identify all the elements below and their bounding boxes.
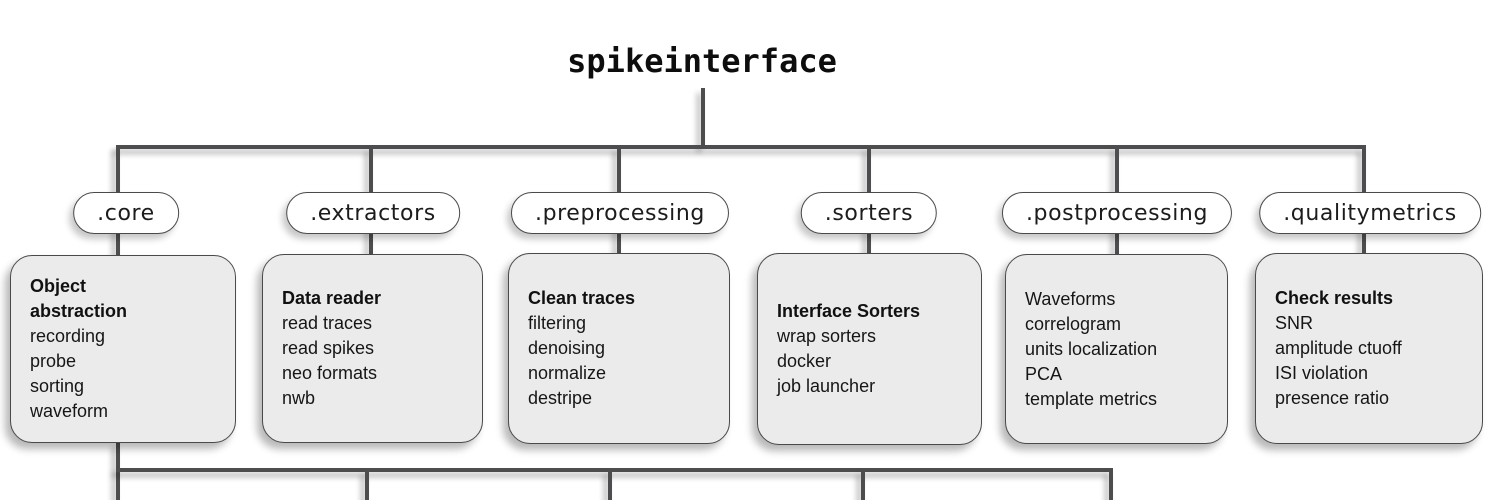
connector-bottom-drop-3 [861, 470, 865, 500]
box-item: docker [777, 351, 832, 371]
box-item: template metrics [1025, 388, 1158, 409]
box-item: correlogram [1025, 313, 1122, 334]
box-item: Waveforms [1025, 288, 1116, 309]
connector-bottom-bus [116, 468, 1113, 472]
pill-label: .postprocessing [1025, 200, 1209, 226]
box-item: probe [30, 351, 77, 371]
box-item: ISI violation [1275, 363, 1369, 383]
box-item: read traces [282, 313, 373, 333]
box-item: SNR [1275, 313, 1314, 333]
module-box-postprocessing: Waveforms correlogram units localization… [1005, 254, 1228, 444]
box-heading: Object abstraction [30, 276, 128, 321]
box-item: units localization [1025, 338, 1158, 359]
box-item: amplitude ctuoff [1275, 338, 1402, 358]
box-item: denoising [528, 338, 606, 358]
module-box-qualitymetrics: Check results SNR amplitude ctuoff ISI v… [1255, 253, 1483, 444]
diagram-title: spikeinterface [567, 42, 837, 80]
box-heading: Check results [1275, 288, 1394, 308]
box-item: nwb [282, 388, 316, 408]
module-box-preprocessing: Clean traces filtering denoising normali… [508, 253, 730, 444]
box-heading: Interface Sorters [777, 301, 921, 321]
box-item: neo formats [282, 363, 378, 383]
box-item: normalize [528, 363, 607, 383]
box-item: wrap sorters [777, 326, 877, 346]
box-item: filtering [528, 313, 587, 333]
box-item: presence ratio [1275, 388, 1390, 408]
pill-label: .qualitymetrics [1283, 200, 1457, 226]
box-item: read spikes [282, 338, 375, 358]
module-box-core: Object abstraction recording probe sorti… [10, 255, 236, 443]
module-pill-preprocessing: .preprocessing [510, 192, 730, 234]
module-pill-core: .core [73, 192, 179, 234]
connector-top-bus [116, 145, 1366, 149]
module-box-extractors: Data reader read traces read spikes neo … [262, 254, 483, 443]
box-heading: Clean traces [528, 288, 636, 308]
connector-bottom-drop-4 [1109, 470, 1113, 500]
module-pill-extractors: .extractors [286, 192, 460, 234]
connector-title-trunk [701, 88, 705, 147]
module-pill-sorters: .sorters [800, 192, 938, 234]
pill-label: .core [97, 200, 155, 226]
connector-bottom-drop-2 [608, 470, 612, 500]
pill-label: .extractors [310, 200, 436, 226]
pill-label: .preprocessing [534, 200, 706, 226]
box-item: sorting [30, 376, 85, 396]
box-item: recording [30, 326, 106, 346]
box-item: waveform [30, 401, 109, 421]
box-item: job launcher [777, 376, 876, 396]
box-item: PCA [1025, 363, 1063, 384]
box-item: destripe [528, 388, 593, 408]
pill-label: .sorters [824, 200, 914, 226]
module-pill-qualitymetrics: .qualitymetrics [1259, 192, 1481, 234]
module-pill-postprocessing: .postprocessing [1001, 192, 1233, 234]
box-heading: Data reader [282, 288, 382, 308]
module-box-sorters: Interface Sorters wrap sorters docker jo… [757, 253, 982, 445]
connector-bottom-drop-1 [365, 470, 369, 500]
